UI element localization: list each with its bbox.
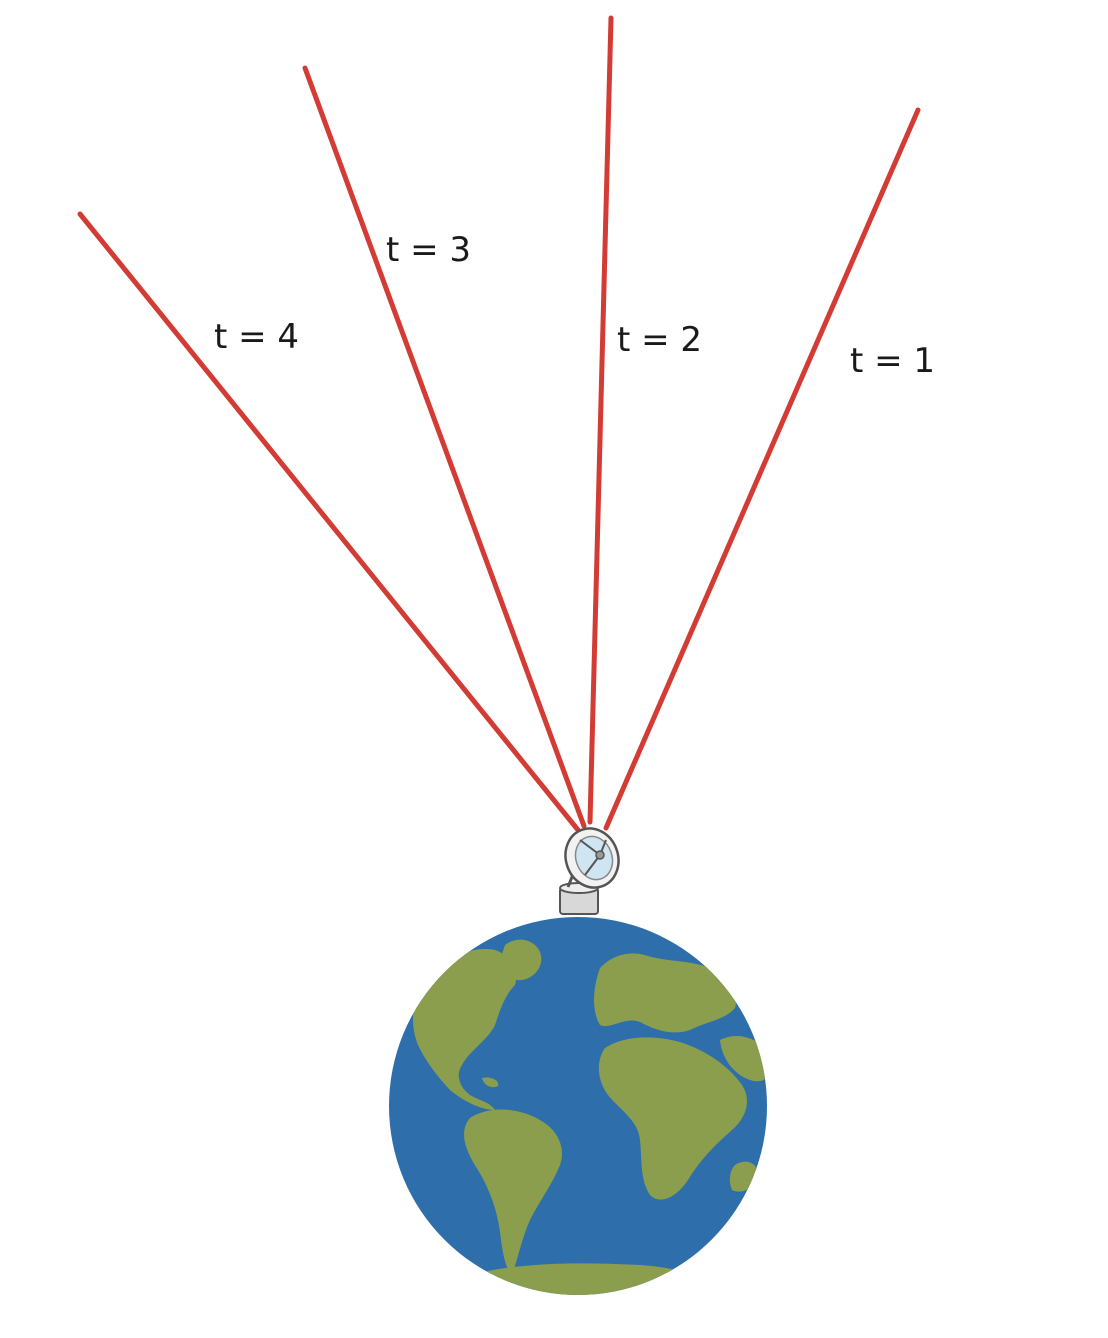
north-america <box>413 949 517 1110</box>
beam-label-t4: t = 4 <box>214 317 299 357</box>
beam-labels: t = 1 t = 2 t = 3 t = 4 <box>214 230 935 381</box>
antenna-feed <box>595 850 605 860</box>
beams <box>77 15 921 833</box>
africa <box>598 1037 747 1200</box>
beam-t1 <box>603 107 921 831</box>
beam-t4 <box>77 211 581 833</box>
south-america <box>464 1109 562 1275</box>
greenland <box>500 939 542 981</box>
beam-label-t2: t = 2 <box>617 320 702 360</box>
europe <box>594 953 737 1033</box>
caribbean-islands <box>482 1077 499 1088</box>
earth-globe-icon <box>389 917 767 1295</box>
radio-telescope-icon <box>559 827 620 915</box>
beam-t2 <box>587 15 614 825</box>
beam-label-t1: t = 1 <box>850 341 935 381</box>
madagascar <box>729 1161 758 1192</box>
beam-t3 <box>302 65 587 829</box>
beam-label-t3: t = 3 <box>386 230 471 270</box>
